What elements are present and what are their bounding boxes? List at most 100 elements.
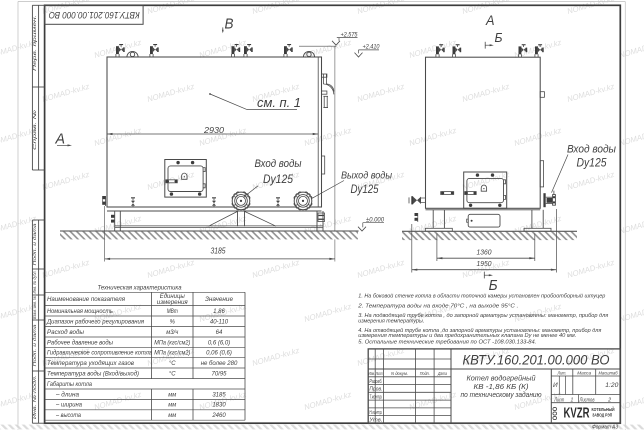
svg-text:Вход воды: Вход воды: [567, 144, 616, 156]
svg-text:Значение: Значение: [205, 296, 234, 303]
svg-text:0,06 (0,6): 0,06 (0,6): [206, 351, 232, 357]
svg-text:°С: °С: [169, 371, 176, 377]
svg-text:измерения: измерения: [157, 299, 189, 306]
svg-text:Расход воды: Расход воды: [47, 329, 84, 336]
svg-text:Б: Б: [495, 31, 503, 45]
svg-text:Дата: Дата: [437, 371, 447, 376]
svg-text:NOMAD-kv.kz: NOMAD-kv.kz: [251, 258, 300, 280]
svg-text:1,86: 1,86: [213, 309, 225, 315]
svg-text:+2.410: +2.410: [363, 44, 380, 51]
svg-text:NOMAD-kv.kz: NOMAD-kv.kz: [408, 126, 457, 148]
svg-text:Dy125: Dy125: [263, 174, 294, 186]
svg-text:2: 2: [607, 397, 611, 403]
svg-text:70/95: 70/95: [211, 371, 227, 377]
svg-text:Гидравлическое сопротивление к: Гидравлическое сопротивление котла: [47, 350, 153, 357]
svg-text:Справ. №: Справ. №: [32, 109, 37, 150]
svg-text:NOMAD-kv.kz: NOMAD-kv.kz: [356, 82, 405, 104]
svg-text:40-110: 40-110: [210, 319, 229, 325]
svg-text:Габариты котла: Габариты котла: [47, 381, 92, 388]
svg-text:Формат А3: Формат А3: [592, 425, 618, 430]
svg-text:КВТУ.160.201.00.000 ВО: КВТУ.160.201.00.000 ВО: [463, 352, 610, 368]
svg-text:NOMAD-kv.kz: NOMAD-kv.kz: [146, 0, 195, 16]
svg-text:Лист: Лист: [375, 371, 383, 376]
svg-text:А: А: [485, 12, 494, 28]
svg-text:см. п. 1: см. п. 1: [257, 95, 301, 110]
svg-text:NOMAD-kv.kz: NOMAD-kv.kz: [251, 346, 300, 368]
svg-text:ООО: ООО: [552, 407, 559, 421]
svg-text:МВт: МВт: [167, 309, 178, 315]
svg-text:4. На отводящей трубе котла ,: 4. На отводящей трубе котла ,до запорной…: [358, 327, 601, 334]
svg-text:Инв. № подл.: Инв. № подл.: [32, 375, 37, 419]
svg-text:м3/ч: м3/ч: [166, 330, 178, 336]
svg-text:Взам. инв. №: Взам. инв. №: [32, 296, 37, 319]
svg-text:NOMAD-kv.kz: NOMAD-kv.kz: [566, 0, 615, 16]
svg-text:Dy125: Dy125: [351, 184, 380, 196]
svg-text:МПа (кгс/см2): МПа (кгс/см2): [154, 340, 190, 346]
svg-text:– высота: – высота: [55, 412, 81, 419]
svg-text:1: 1: [571, 397, 574, 403]
svg-text:КВТУ.160.201.00.000 ВО: КВТУ.160.201.00.000 ВО: [48, 9, 139, 20]
svg-text:±0.000: ±0.000: [366, 216, 385, 223]
svg-text:Вход воды: Вход воды: [255, 158, 302, 170]
svg-text:NOMAD-kv.kz: NOMAD-kv.kz: [303, 390, 352, 412]
svg-text:Изм.: Изм.: [368, 371, 375, 376]
svg-text:0,6 (6,0): 0,6 (6,0): [208, 340, 230, 346]
svg-text:В: В: [225, 15, 234, 32]
svg-text:Пров.: Пров.: [369, 387, 382, 393]
svg-text:мм: мм: [168, 413, 176, 419]
svg-text:А: А: [55, 130, 65, 147]
svg-text:2. Температура воды на входе: 2. Температура воды на входе 70°С , на в…: [357, 304, 518, 310]
svg-text:NOMAD-kv.kz: NOMAD-kv.kz: [93, 126, 142, 148]
svg-text:NOMAD-kv.kz: NOMAD-kv.kz: [41, 258, 90, 280]
svg-text:ЗАВОД РЭП: ЗАВОД РЭП: [592, 413, 612, 418]
svg-text:%: %: [170, 319, 176, 325]
svg-text:NOMAD-kv.kz: NOMAD-kv.kz: [513, 126, 562, 148]
svg-text:Разраб.: Разраб.: [369, 379, 382, 385]
svg-text:Инв. № дубл.: Инв. № дубл.: [32, 271, 37, 294]
svg-text:Dy125: Dy125: [577, 157, 608, 169]
svg-text:NOMAD-kv.kz: NOMAD-kv.kz: [41, 170, 90, 192]
svg-text:Лит.: Лит.: [557, 371, 567, 377]
svg-text:Листов: Листов: [579, 397, 595, 403]
svg-text:Выход воды: Выход воды: [341, 169, 392, 181]
svg-text:2460: 2460: [211, 413, 226, 419]
svg-text:измерения температуры.: измерения температуры.: [358, 318, 424, 324]
svg-text:Утв.: Утв.: [369, 418, 382, 424]
svg-text:NOMAD-kv.kz: NOMAD-kv.kz: [146, 258, 195, 280]
svg-text:мм: мм: [168, 403, 176, 409]
svg-text:1830: 1830: [212, 403, 226, 409]
svg-text:NOMAD-kv.kz: NOMAD-kv.kz: [356, 258, 405, 280]
svg-text:Диапазон рабочего регулировани: Диапазон рабочего регулирования: [46, 318, 145, 325]
svg-text:NOMAD-kv.kz: NOMAD-kv.kz: [41, 82, 90, 104]
svg-text:NOMAD-kv.kz: NOMAD-kv.kz: [251, 0, 300, 16]
svg-text:NOMAD-kv.kz: NOMAD-kv.kz: [93, 390, 142, 412]
svg-text:1360: 1360: [477, 248, 493, 257]
svg-text:N докум.: N докум.: [391, 371, 408, 376]
svg-text:NOMAD-kv.kz: NOMAD-kv.kz: [566, 170, 615, 192]
svg-text:NOMAD-kv.kz: NOMAD-kv.kz: [356, 0, 405, 16]
svg-text:Т.контр.: Т.контр.: [369, 394, 382, 400]
svg-text:NOMAD-kv.kz: NOMAD-kv.kz: [303, 302, 352, 324]
svg-text:Перв. примен.: Перв. примен.: [32, 15, 37, 71]
svg-text:1:20: 1:20: [605, 382, 618, 389]
svg-text:+2.575: +2.575: [341, 31, 358, 38]
svg-text:1950: 1950: [477, 259, 493, 268]
svg-text:Подп. и дата: Подп. и дата: [32, 223, 37, 266]
svg-text:Масштаб: Масштаб: [599, 371, 618, 377]
svg-text:Подп.: Подп.: [420, 371, 430, 376]
svg-text:3. На подводящей трубе котла: 3. На подводящей трубе котла , до запорн…: [358, 312, 608, 319]
svg-text:NOMAD-kv.kz: NOMAD-kv.kz: [618, 302, 644, 324]
svg-text:2930: 2930: [203, 126, 225, 135]
svg-text:– длина: – длина: [55, 391, 80, 398]
svg-text:NOMAD-kv.kz: NOMAD-kv.kz: [408, 38, 457, 60]
svg-text:по техническому заданию: по техническому заданию: [461, 390, 543, 399]
svg-text:64: 64: [216, 330, 223, 336]
svg-text:Н.контр.: Н.контр.: [369, 410, 382, 416]
svg-text:NOMAD-kv.kz: NOMAD-kv.kz: [146, 82, 195, 104]
svg-text:МПа (кгс/см2): МПа (кгс/см2): [154, 351, 190, 357]
svg-text:Наименование показателя: Наименование показателя: [47, 296, 126, 303]
svg-text:NOMAD-kv.kz: NOMAD-kv.kz: [618, 214, 644, 236]
svg-text:Техническая характеристика: Техническая характеристика: [98, 284, 182, 291]
svg-text:NOMAD-kv.kz: NOMAD-kv.kz: [566, 258, 615, 280]
svg-text:3185: 3185: [212, 392, 226, 398]
